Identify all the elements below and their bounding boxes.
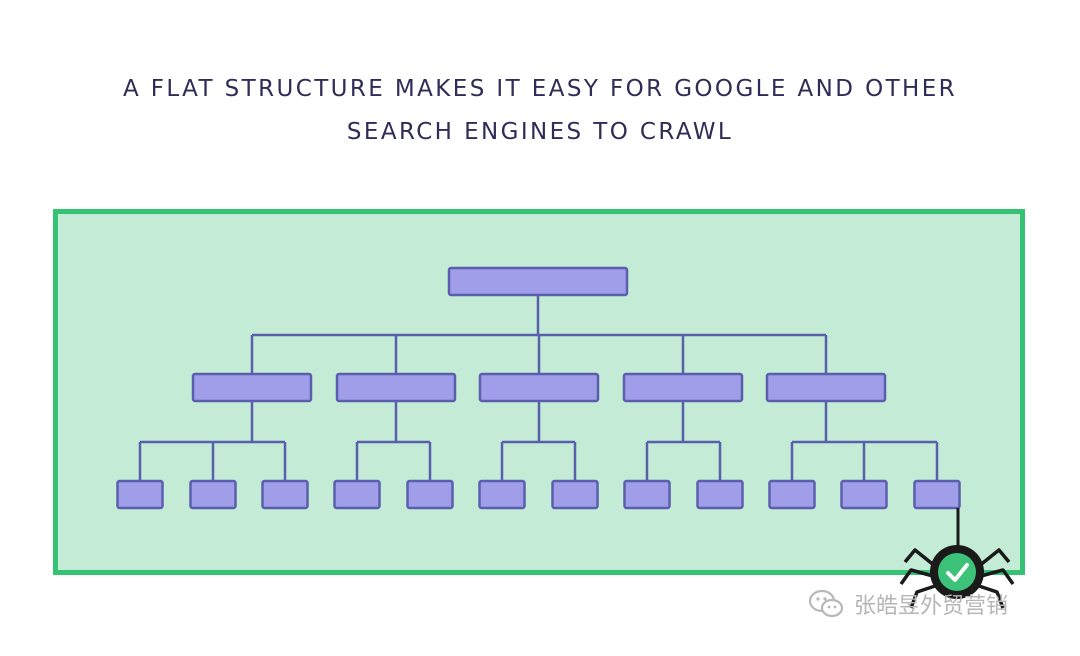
spider-leg [899, 568, 934, 586]
level1-node [765, 372, 887, 403]
level1-node [478, 372, 600, 403]
spider-leg [978, 584, 1005, 609]
root-node [447, 266, 629, 297]
level2-node [116, 479, 164, 510]
headline-line-1: A FLAT STRUCTURE MAKES IT EASY FOR GOOGL… [122, 76, 958, 102]
level2-node [551, 479, 599, 510]
spider-check-icon [899, 508, 1015, 609]
level2-node [261, 479, 309, 510]
headline-line-2: SEARCH ENGINES TO CRAWL [346, 119, 734, 145]
level2-node [189, 479, 237, 510]
headline: A FLAT STRUCTURE MAKES IT EASY FOR GOOGL… [0, 68, 1080, 154]
spider-leg [903, 548, 937, 568]
spider-leg [977, 548, 1011, 568]
level2-node [696, 479, 744, 510]
spider-leg [980, 568, 1015, 586]
spider-leg [909, 584, 936, 609]
level2-node [333, 479, 381, 510]
wechat-icon [808, 589, 844, 619]
level2-node [406, 479, 454, 510]
tree-nodes [116, 266, 961, 510]
level2-node [913, 479, 961, 510]
level2-node [840, 479, 888, 510]
level1-node [191, 372, 313, 403]
level2-node [768, 479, 816, 510]
watermark: 张皓昱外贸营销 [808, 588, 1008, 620]
level1-node [335, 372, 457, 403]
level1-node [622, 372, 744, 403]
level2-node [478, 479, 526, 510]
connector-lines [138, 295, 939, 481]
level2-node [623, 479, 671, 510]
watermark-text: 张皓昱外贸营销 [854, 594, 1009, 619]
checkmark-icon [946, 563, 969, 582]
check-badge [938, 553, 976, 591]
